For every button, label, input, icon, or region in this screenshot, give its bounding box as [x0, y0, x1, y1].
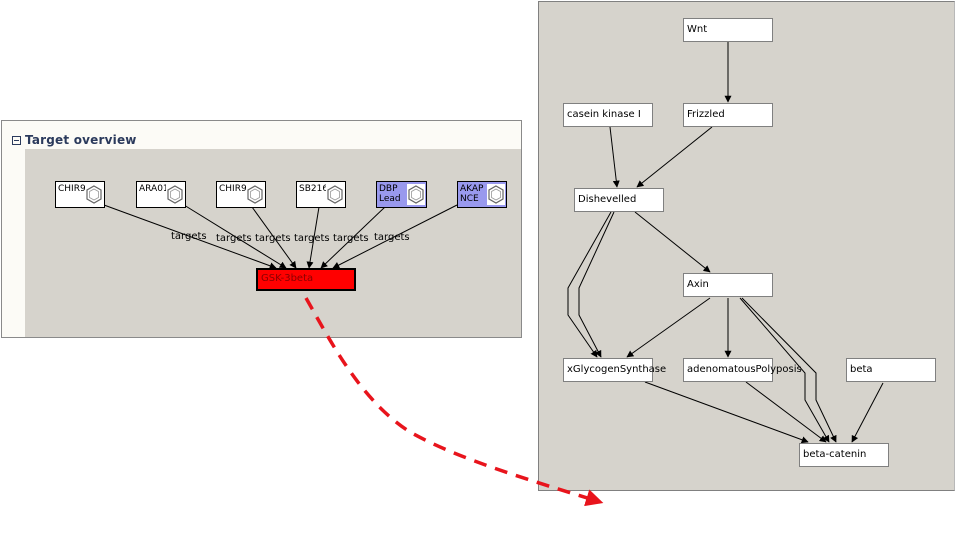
compound-label: AKAP NCE: [460, 184, 484, 204]
compound-label: CHIR9: [58, 184, 86, 194]
pathway-node-frizzled[interactable]: Frizzled: [683, 103, 773, 127]
edge-label: targets: [216, 233, 252, 244]
compound-label: ARA01: [139, 184, 169, 194]
molecule-icon: [487, 184, 505, 205]
edge-beta-bcat: [851, 382, 884, 443]
node-label: Wnt: [687, 24, 708, 35]
edge-dsh-gsk-2: [578, 211, 615, 358]
node-label: beta: [850, 364, 873, 375]
compound-label: DBP Lead: [379, 184, 401, 204]
pathway-panel: [538, 1, 955, 491]
edge-label: targets: [294, 233, 330, 244]
compound-node[interactable]: CHIR9: [55, 181, 105, 208]
edge-frz-dsh: [636, 126, 713, 188]
edge-gsk-bcat: [644, 381, 809, 444]
collapse-icon[interactable]: [12, 135, 21, 145]
edge-label: targets: [333, 233, 369, 244]
pathway-node-beta[interactable]: beta: [846, 358, 936, 382]
edge-c6-target: [332, 204, 458, 269]
compound-label: SB2162: [299, 184, 334, 194]
compound-label: CHIR9: [219, 184, 247, 194]
edge-c5-target: [320, 206, 386, 269]
edge-dsh-axin: [634, 211, 711, 273]
edge-c1-target: [103, 204, 277, 270]
lead-compound-node[interactable]: DBP Lead: [376, 181, 427, 208]
pathway-node-dishevelled[interactable]: Dishevelled: [574, 188, 664, 212]
edge-label: targets: [374, 232, 410, 243]
pathway-node-wnt[interactable]: Wnt: [683, 18, 773, 42]
edge-c2-target: [183, 204, 287, 269]
edge-axin-gsk: [626, 297, 711, 358]
molecule-icon: [85, 184, 103, 205]
target-label: GSK-3beta: [261, 273, 314, 284]
panel-title: Target overview: [25, 133, 137, 147]
target-overview-panel: Target overview: [1, 120, 522, 338]
node-label: casein kinase I: [567, 109, 641, 120]
compound-node[interactable]: ARA01: [136, 181, 186, 208]
pathway-node-beta-catenin[interactable]: beta-catenin: [799, 443, 889, 467]
pathway-node-casein-kinase[interactable]: casein kinase I: [563, 103, 653, 127]
node-label: Dishevelled: [578, 194, 637, 205]
node-label: xGlycogenSynthase: [567, 364, 667, 375]
node-label: beta-catenin: [803, 449, 867, 460]
edge-axin-bcat-1: [739, 297, 830, 443]
molecule-icon: [326, 184, 344, 205]
pathway-node-glycogen-synthase[interactable]: xGlycogenSynthase: [563, 358, 666, 382]
edge-axin-bcat-2: [741, 297, 837, 443]
pathway-node-adenomatous-polyposis[interactable]: adenomatousPolyposis: [683, 358, 802, 382]
edge-apc-bcat: [745, 381, 827, 443]
edge-label: targets: [255, 233, 291, 244]
compound-node[interactable]: CHIR9: [216, 181, 266, 208]
node-label: Axin: [687, 279, 709, 290]
molecule-icon: [246, 184, 264, 205]
molecule-icon: [166, 184, 184, 205]
edge-c3-target: [251, 206, 297, 269]
pathway-node-axin[interactable]: Axin: [683, 273, 773, 297]
node-label: Frizzled: [687, 109, 725, 120]
compound-node[interactable]: SB2162: [296, 181, 346, 208]
edge-c4-target: [306, 206, 320, 269]
edge-dsh-gsk-1: [567, 211, 612, 358]
edge-ck1-dsh: [609, 126, 620, 188]
target-node-gsk3beta[interactable]: GSK-3beta: [256, 268, 356, 291]
target-graph-canvas: [25, 149, 521, 337]
link-arrow-annotation: [304, 297, 604, 507]
lead-compound-node[interactable]: AKAP NCE: [457, 181, 507, 208]
node-label: adenomatousPolyposis: [687, 364, 802, 375]
molecule-icon: [407, 184, 425, 205]
panel-header: Target overview: [12, 132, 137, 148]
edge-label: targets: [171, 231, 207, 242]
